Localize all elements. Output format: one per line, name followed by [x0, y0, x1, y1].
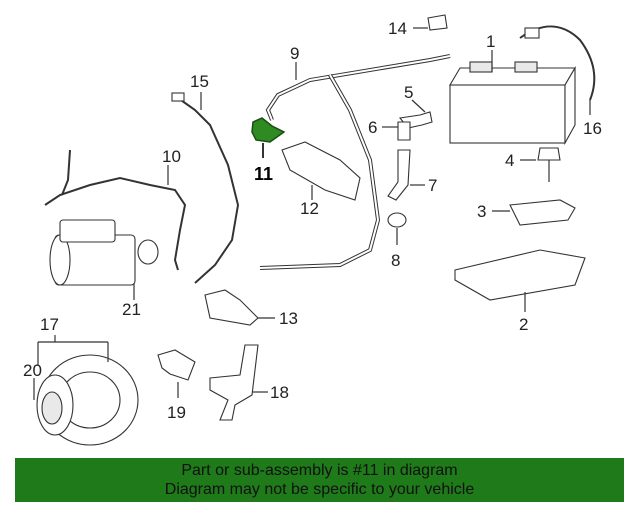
callout-13: 13 [279, 309, 298, 328]
alternator-part [36, 354, 139, 446]
callout-15: 15 [190, 72, 209, 91]
callout-5: 5 [404, 83, 413, 102]
callout-17: 17 [40, 315, 59, 334]
callout-12: 12 [300, 199, 319, 218]
banner-line-2: Diagram may not be specific to your vehi… [164, 481, 475, 498]
battery-part [449, 61, 576, 146]
callout-18: 18 [270, 383, 289, 402]
callout-4: 4 [505, 151, 514, 170]
callout-14: 14 [388, 19, 407, 38]
callout-19: 19 [167, 403, 186, 422]
banner-line-1: Part or sub-assembly is #11 in diagram [181, 462, 458, 479]
part-info-banner: Part or sub-assembly is #11 in diagram D… [15, 458, 624, 502]
callout-10: 10 [162, 147, 181, 166]
callout-9: 9 [290, 44, 299, 63]
callout-16: 16 [583, 119, 602, 138]
starter-part [49, 219, 159, 286]
callout-3: 3 [477, 202, 486, 221]
part-11-highlighted [251, 117, 286, 143]
callout-7: 7 [428, 176, 437, 195]
callout-1: 1 [486, 32, 495, 51]
callout-8: 8 [391, 251, 400, 270]
callout-20: 20 [23, 361, 42, 380]
callout-2: 2 [519, 315, 528, 334]
callout-11: 11 [254, 164, 273, 184]
callout-21: 21 [122, 300, 141, 319]
callout-6: 6 [368, 118, 377, 137]
